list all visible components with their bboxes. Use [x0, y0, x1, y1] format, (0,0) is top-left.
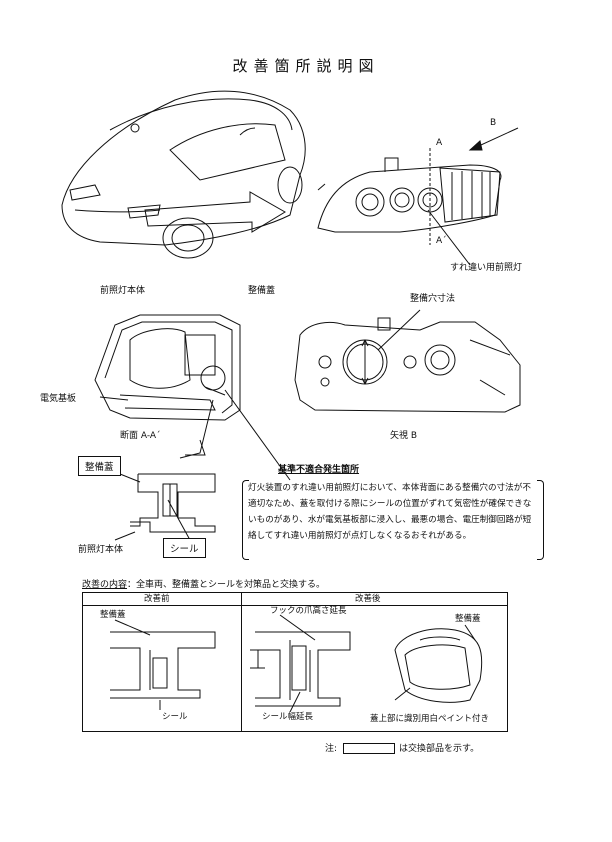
- service-cover-label: 整備蓋: [248, 286, 276, 296]
- defect-detail-drawing: [109, 469, 216, 541]
- detail-seal-label: シール: [163, 538, 206, 558]
- white-paint-label: 蓋上部に識別用白ペイント付き: [370, 714, 490, 724]
- section-a-prime-mark: A´: [436, 236, 447, 246]
- seal-width-label: シール幅延長: [262, 712, 314, 722]
- after-header: 改善後: [355, 594, 381, 604]
- view-b-caption: 矢視 B: [390, 431, 418, 441]
- before-seal-label: シール: [162, 712, 188, 722]
- detail-cover-label: 整備蓋: [78, 456, 121, 476]
- car-illustration: [61, 90, 306, 259]
- defect-note: 灯火装置のすれ違い用前照灯において、本体背面にある整備穴の寸法が不適切なため、蓋…: [242, 480, 544, 560]
- defect-text: 灯火装置のすれ違い用前照灯において、本体背面にある整備穴の寸法が不適切なため、蓋…: [248, 483, 532, 541]
- section-aa-caption: 断面 A-A´: [120, 431, 161, 441]
- improvement-label: 改善の内容: [82, 580, 128, 590]
- arrow-b-label: B: [490, 118, 497, 128]
- defect-heading: 基準不適合発生箇所: [278, 465, 360, 475]
- before-detail-drawing: [110, 619, 216, 710]
- section-aa-drawing: [94, 314, 291, 481]
- improvement-line: 改善の内容：全車両、整備蓋とシールを対策品と交換する。: [82, 577, 325, 590]
- after-detail-drawing: [250, 614, 483, 713]
- hole-dimension-label: 整備穴寸法: [410, 294, 456, 304]
- comparison-table: [82, 592, 508, 732]
- improvement-text: ：全車両、整備蓋とシールを対策品と交換する。: [127, 580, 326, 590]
- legend: 注: は交換部品を示す。: [325, 741, 479, 754]
- circuit-board-label: 電気基板: [40, 394, 77, 404]
- hook-extension-label: フックの爪高さ延長: [270, 606, 347, 616]
- low-beam-label: すれ違い用前照灯: [450, 263, 523, 273]
- legend-prefix: 注:: [325, 744, 338, 754]
- before-cover-label: 整備蓋: [100, 610, 126, 620]
- pointer-arrow: [144, 191, 286, 233]
- headlamp-body-label: 前照灯本体: [100, 286, 146, 296]
- before-header: 改善前: [144, 594, 170, 604]
- section-a-mark: A: [436, 138, 443, 148]
- page-title: 改善箇所説明図: [232, 57, 380, 75]
- headlamp-illustration: [317, 148, 502, 266]
- legend-suffix: は交換部品を示す。: [399, 744, 480, 754]
- view-b-drawing: [294, 309, 521, 413]
- detail-body-label: 前照灯本体: [78, 545, 124, 555]
- after-cover-label: 整備蓋: [455, 614, 481, 624]
- legend-swatch: [343, 743, 396, 754]
